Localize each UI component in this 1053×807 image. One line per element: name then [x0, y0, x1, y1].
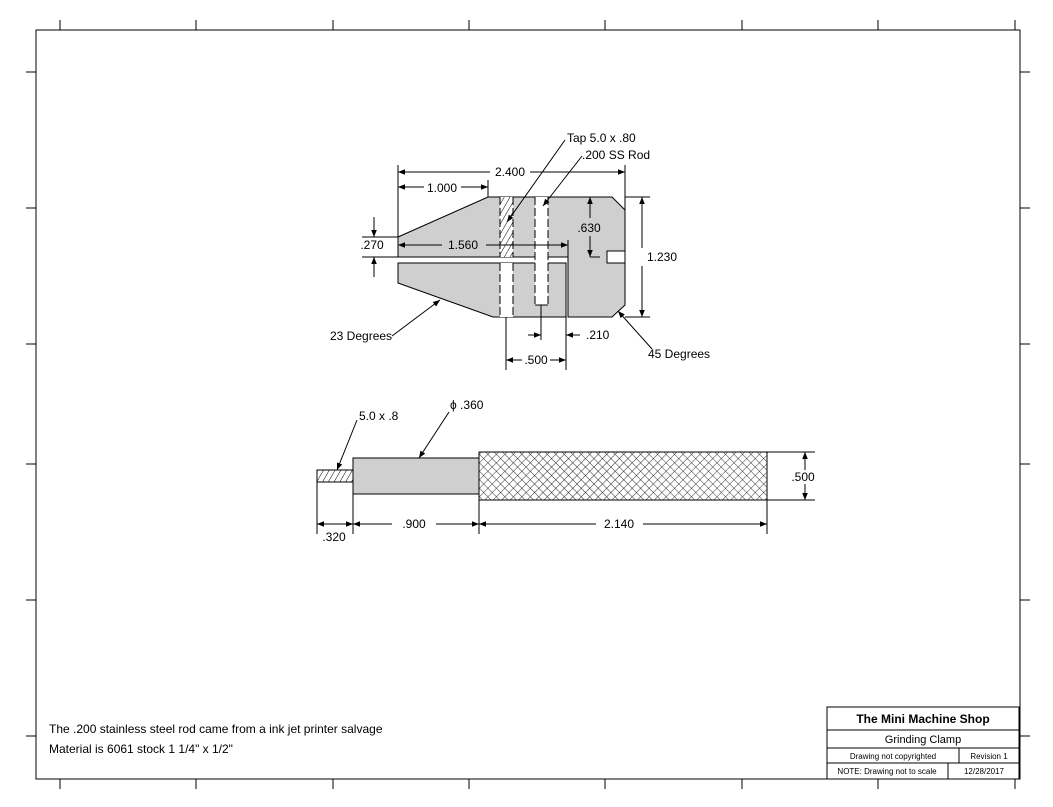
dim-rod-offset: .210	[586, 328, 610, 342]
screw-thread	[316, 469, 354, 483]
dim-slot-depth: 1.560	[448, 238, 478, 252]
clearance-hole	[500, 263, 513, 317]
dim-overall-length: 2.400	[495, 165, 525, 179]
clamp-view: 2.400 1.000 1.560 .270 .630 1.230 .500 .…	[330, 131, 710, 370]
callout-thread: 5.0 x .8	[359, 409, 399, 423]
callout-taper-angle: 23 Degrees	[330, 329, 392, 343]
dim-knob-diameter: .500	[791, 470, 815, 484]
screw-shank	[352, 457, 480, 495]
dim-knob-length: 2.140	[604, 517, 634, 531]
note-rod-source: The .200 stainless steel rod came from a…	[49, 722, 383, 736]
dim-rod-depth: .630	[577, 221, 601, 235]
note-material: Material is 6061 stock 1 1/4" x 1/2"	[49, 742, 233, 756]
copyright-note: Drawing not copyrighted	[850, 752, 936, 761]
screw-view: 5.0 x .8 ϕ .360 .320 .900 2.140 .500	[316, 398, 815, 544]
dim-overall-height: 1.230	[647, 250, 677, 264]
company-name: The Mini Machine Shop	[856, 712, 989, 726]
rod-hole	[535, 197, 548, 305]
tapped-hole	[500, 197, 513, 257]
title-block: The Mini Machine Shop Grinding Clamp Dra…	[826, 706, 1020, 780]
dim-taper-length: 1.000	[427, 181, 457, 195]
slot-notch	[606, 250, 626, 264]
callout-tap: Tap 5.0 x .80	[567, 131, 636, 145]
screw-knob	[478, 451, 768, 501]
callout-rod: .200 SS Rod	[582, 148, 650, 162]
revision: Revision 1	[970, 752, 1008, 761]
callout-shank-diameter: ϕ .360	[450, 398, 484, 412]
dim-hole-spacing: .500	[524, 353, 548, 367]
callout-chamfer-angle: 45 Degrees	[648, 347, 710, 361]
dim-slot-gap: .270	[360, 238, 384, 252]
dim-thread-length: .320	[322, 530, 346, 544]
dim-shank-length: .900	[402, 517, 426, 531]
drawing-frame	[26, 20, 1030, 789]
scale-note: NOTE: Drawing not to scale	[837, 767, 937, 776]
part-name: Grinding Clamp	[885, 734, 961, 746]
drawing-date: 12/28/2017	[964, 767, 1005, 776]
